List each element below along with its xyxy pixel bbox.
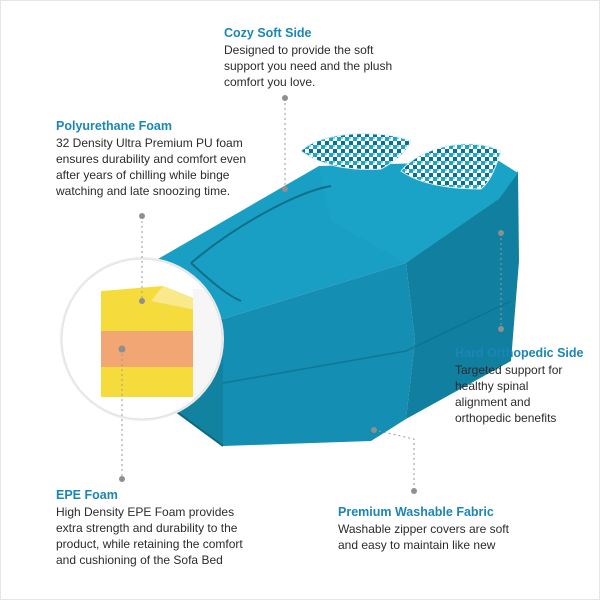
fabric-pointer (373, 429, 415, 491)
callout-text: extra strength and durability to the (56, 521, 238, 535)
sofa-front-face (223, 263, 415, 446)
callout-title: Hard Orthopedic Side (455, 346, 584, 360)
foam-cross-section-magnifier (60, 257, 224, 421)
sofa-right-face (406, 171, 519, 419)
epe-foam-layer (101, 331, 201, 367)
callout-text: Washable zipper covers are soft (338, 522, 509, 536)
callout-text: ensures durability and comfort even (56, 152, 247, 166)
callout-title: EPE Foam (56, 488, 118, 502)
callout-premium-washable-fabric: Premium Washable Fabric Washable zipper … (338, 504, 509, 553)
pillow-right (400, 143, 502, 190)
callout-text: support you need and the plush (224, 59, 393, 73)
callout-hard-orthopedic-side: Hard Orthopedic Side Targeted support fo… (455, 345, 584, 426)
callout-text: and cushioning of the Sofa Bed (56, 553, 223, 567)
callout-cozy-soft-side: Cozy Soft Side Designed to provide the s… (224, 25, 392, 90)
callout-text: after years of chilling while binge (56, 168, 230, 182)
pointer-lines (118, 95, 504, 494)
callout-title: Cozy Soft Side (224, 26, 312, 40)
callout-text: High Density EPE Foam provides (56, 505, 235, 519)
callout-text: product, while retaining the comfort (56, 537, 243, 551)
callout-text: comfort you love. (224, 75, 316, 89)
callout-text: Targeted support for (455, 363, 563, 377)
pillows (300, 133, 502, 190)
callout-text: alignment and (455, 395, 531, 409)
callout-epe-foam: EPE Foam High Density EPE Foam provides … (56, 487, 243, 568)
callout-text: orthopedic benefits (455, 411, 557, 425)
pillow-left (300, 133, 412, 170)
callout-text: healthy spinal (455, 379, 529, 393)
callout-title: Premium Washable Fabric (338, 505, 494, 519)
callout-text: Designed to provide the soft (224, 43, 374, 57)
callout-polyurethane-foam: Polyurethane Foam 32 Density Ultra Premi… (56, 118, 246, 199)
callout-title: Polyurethane Foam (56, 119, 172, 133)
callout-text: watching and late snoozing time. (56, 184, 231, 198)
callout-text: and easy to maintain like new (338, 538, 496, 552)
callout-text: 32 Density Ultra Premium PU foam (56, 136, 243, 150)
